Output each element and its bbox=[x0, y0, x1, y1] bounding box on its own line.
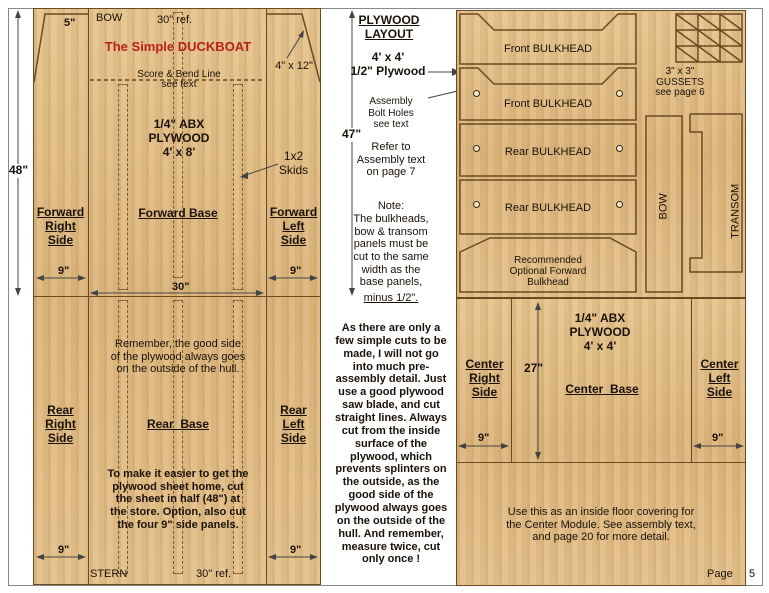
center-material-label: 1/4" ABX PLYWOOD 4' x 4' bbox=[569, 311, 631, 353]
note-minus: minus 1/2". bbox=[363, 292, 419, 304]
dim-9-rl: 9" bbox=[290, 544, 302, 556]
dim-30: 30" bbox=[172, 281, 190, 293]
rear-bulkhead-2: Rear BULKHEAD bbox=[504, 202, 592, 214]
dim-27: 27" bbox=[524, 361, 544, 375]
left-side-cut-line bbox=[266, 8, 267, 585]
dim-9-fr: 9" bbox=[58, 265, 70, 277]
skid-outline bbox=[173, 300, 183, 574]
ref-bottom: 30" ref. bbox=[196, 568, 232, 580]
bolt-hole bbox=[473, 201, 480, 208]
skid-outline bbox=[118, 84, 128, 290]
bolt-hole bbox=[616, 145, 623, 152]
right-bottom-sheet bbox=[456, 298, 746, 586]
right-top-sheet bbox=[456, 10, 746, 298]
floor-note: Use this as an inside floor covering for… bbox=[506, 506, 696, 544]
layout-title: PLYWOOD LAYOUT bbox=[358, 13, 420, 41]
front-bulkhead-2: Front BULKHEAD bbox=[503, 98, 593, 110]
brand-title: The Simple DUCKBOAT bbox=[104, 39, 252, 54]
skid-outline bbox=[118, 300, 128, 574]
center-right-side: Center Right Side bbox=[465, 357, 504, 399]
dim-9-fl: 9" bbox=[290, 265, 302, 277]
gussets-label: 3" x 3" GUSSETS see page 6 bbox=[655, 66, 705, 98]
easier-note: To make it easier to get the plywood she… bbox=[107, 468, 249, 531]
right-side-cut-line bbox=[88, 8, 89, 585]
bolt-hole bbox=[473, 90, 480, 97]
dim-9-rr: 9" bbox=[58, 544, 70, 556]
rear-bulkhead-1: Rear BULKHEAD bbox=[504, 146, 592, 158]
rear-base: Rear Base bbox=[146, 417, 210, 431]
front-bulkhead-1: Front BULKHEAD bbox=[503, 43, 593, 55]
dim-47-label: 47" bbox=[342, 127, 362, 142]
rear-right-side: Rear Right Side bbox=[45, 403, 76, 445]
center-floor-cut-line bbox=[456, 462, 746, 463]
bow-label: BOW bbox=[96, 12, 123, 24]
remember-note: Remember, the good side of the plywood a… bbox=[110, 338, 246, 376]
dim-4x12: 4" x 12" bbox=[275, 60, 313, 72]
ref-top: 30" ref. bbox=[157, 14, 193, 26]
forward-base: Forward Base bbox=[138, 206, 218, 220]
center-left-cut-line bbox=[691, 298, 692, 462]
stern-label: STERN bbox=[90, 568, 128, 580]
dim-5: 5" bbox=[64, 17, 76, 29]
left-material-label: 1/4" ABX PLYWOOD 4' x 8' bbox=[148, 117, 210, 159]
page-number: 5 bbox=[749, 568, 756, 580]
forward-right-side: Forward Right Side bbox=[36, 205, 85, 247]
cutting-paragraph: As there are only a few simple cuts to b… bbox=[334, 322, 448, 566]
skid-outline bbox=[233, 84, 243, 290]
sheet-label: 4' x 4' 1/2" Plywood bbox=[350, 50, 426, 78]
bolt-hole bbox=[616, 90, 623, 97]
refer-note: Refer to Assembly text on page 7 bbox=[356, 141, 426, 179]
bolt-hole bbox=[616, 201, 623, 208]
forward-left-side: Forward Left Side bbox=[269, 205, 318, 247]
skid-outline bbox=[233, 300, 243, 574]
bolt-hole bbox=[473, 145, 480, 152]
score-line-label: Score & Bend Line see text bbox=[137, 69, 221, 90]
center-left-side: Center Left Side bbox=[700, 357, 739, 399]
bolt-holes-label: Assembly Bolt Holes see text bbox=[368, 96, 414, 130]
dim-9-cr: 9" bbox=[478, 432, 490, 444]
rear-left-side: Rear Left Side bbox=[280, 403, 307, 445]
half-cut-line bbox=[33, 296, 321, 297]
page-label: Page bbox=[707, 568, 733, 580]
optional-bulkhead: Recommended Optional Forward Bulkhead bbox=[509, 255, 587, 288]
center-base: Center Base bbox=[565, 382, 639, 396]
skids-label: 1x2 Skids bbox=[278, 149, 309, 177]
note-head: Note: bbox=[377, 200, 405, 212]
dim-9-cl: 9" bbox=[712, 432, 724, 444]
page-frame bbox=[8, 8, 763, 586]
center-right-cut-line bbox=[511, 298, 512, 462]
note-body: The bulkheads, bow & transom panels must… bbox=[353, 213, 429, 289]
dim-48: 48" bbox=[9, 163, 29, 178]
skid-outline bbox=[173, 12, 183, 278]
